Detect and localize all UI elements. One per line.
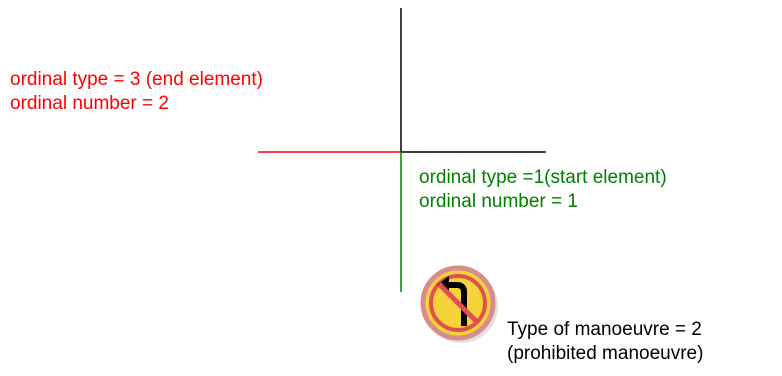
manoeuvre-description-text: (prohibited manoeuvre) [507, 343, 704, 364]
manoeuvre-type-text: Type of manoeuvre = 2 [507, 319, 702, 340]
start-element-type-text: ordinal type =1(start element) [419, 167, 667, 188]
end-element-label: ordinal type = 3 (end element) ordinal n… [10, 68, 263, 116]
start-element-label: ordinal type =1(start element) ordinal n… [419, 166, 667, 214]
end-element-number-text: ordinal number = 2 [10, 93, 169, 114]
no-left-turn-sign-icon [420, 265, 498, 343]
manoeuvre-label: Type of manoeuvre = 2 (prohibited manoeu… [507, 318, 703, 366]
start-element-number-text: ordinal number = 1 [419, 191, 578, 212]
end-element-type-text: ordinal type = 3 (end element) [10, 69, 263, 90]
